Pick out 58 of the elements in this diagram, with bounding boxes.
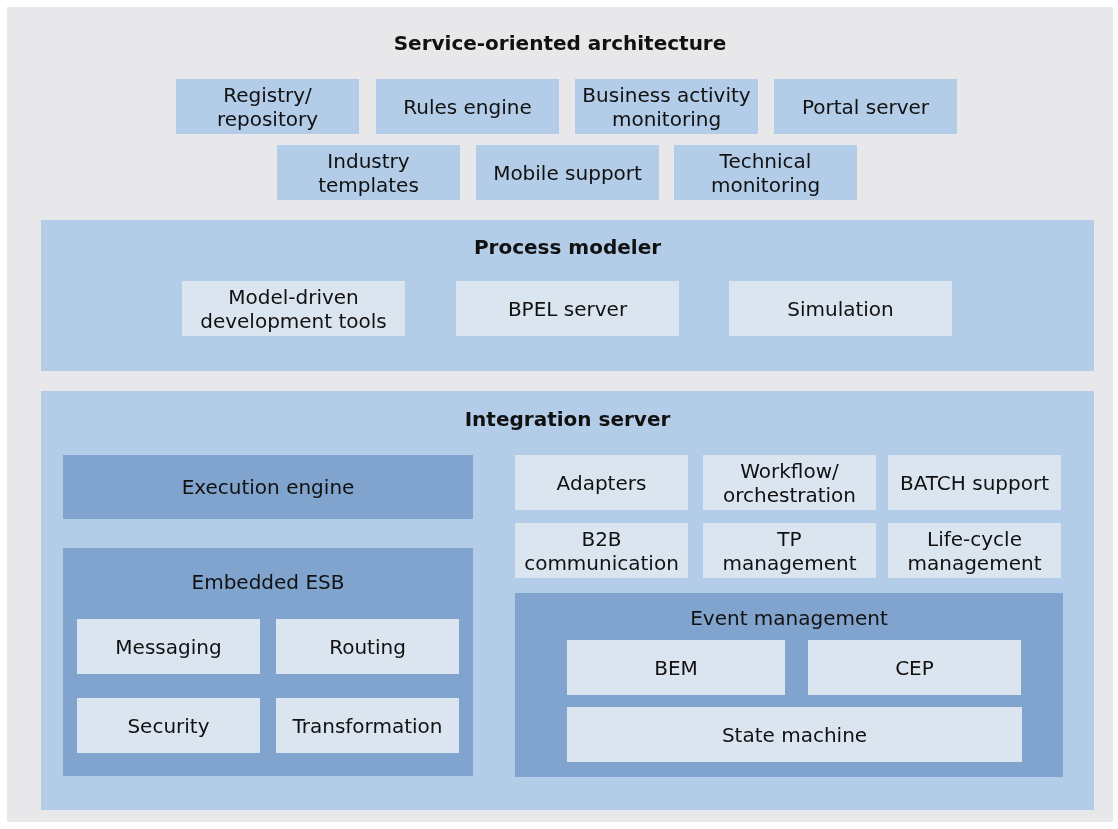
box-label: Industry templates	[317, 148, 420, 197]
box-label: Execution engine	[180, 475, 356, 499]
group-title: Service-oriented architecture	[392, 31, 728, 55]
feature-box	[176, 79, 359, 134]
layer-band	[41, 391, 1094, 810]
component-box	[729, 281, 952, 336]
component-group	[63, 548, 473, 776]
feature-box	[674, 145, 857, 200]
feature-box	[774, 79, 957, 134]
feature-box	[376, 79, 559, 134]
box-label: Adapters	[555, 470, 648, 495]
component-group	[515, 593, 1063, 777]
box-label: BATCH support	[898, 470, 1050, 495]
feature-box	[277, 145, 460, 200]
layer-band	[41, 220, 1094, 371]
box-label: State machine	[720, 722, 869, 747]
group-title: Event management	[689, 606, 889, 630]
box-label: CEP	[894, 655, 935, 680]
box-label: Simulation	[786, 296, 895, 321]
box-label: Business activity monitoring	[581, 82, 752, 131]
box-label: Security	[126, 713, 211, 738]
component-box	[77, 698, 260, 753]
box-label: Transformation	[291, 713, 444, 738]
box-label: Portal server	[800, 94, 931, 119]
component-box	[567, 640, 785, 695]
feature-box	[476, 145, 659, 200]
box-label: Registry/ repository	[215, 82, 320, 131]
component-box	[276, 698, 459, 753]
component-box	[703, 455, 876, 510]
component-box	[515, 523, 688, 578]
group-title: Embedded ESB	[190, 570, 346, 594]
component-box	[77, 619, 260, 674]
component-box	[808, 640, 1021, 695]
box-label: Workflow/ orchestration	[721, 458, 857, 507]
box-label: Mobile support	[492, 160, 643, 185]
component-box	[888, 455, 1061, 510]
group-title: Process modeler	[472, 235, 663, 259]
component-group	[63, 455, 473, 519]
box-label: Routing	[328, 634, 407, 659]
component-box	[515, 455, 688, 510]
component-box	[888, 523, 1061, 578]
box-label: Rules engine	[402, 94, 533, 119]
component-box	[182, 281, 405, 336]
box-label: Model-driven development tools	[199, 284, 388, 333]
box-label: TP management	[721, 526, 858, 575]
box-label: B2B communication	[523, 526, 680, 575]
component-box	[703, 523, 876, 578]
box-label: Messaging	[114, 634, 223, 659]
box-label: Life-cycle management	[906, 526, 1043, 575]
box-label: BPEL server	[506, 296, 629, 321]
box-label: BEM	[653, 655, 699, 680]
component-box	[567, 707, 1022, 762]
feature-box	[575, 79, 758, 134]
diagram-panel	[7, 7, 1113, 822]
component-box	[276, 619, 459, 674]
component-box	[456, 281, 679, 336]
group-title: Integration server	[463, 407, 672, 431]
box-label: Technical monitoring	[709, 148, 822, 197]
